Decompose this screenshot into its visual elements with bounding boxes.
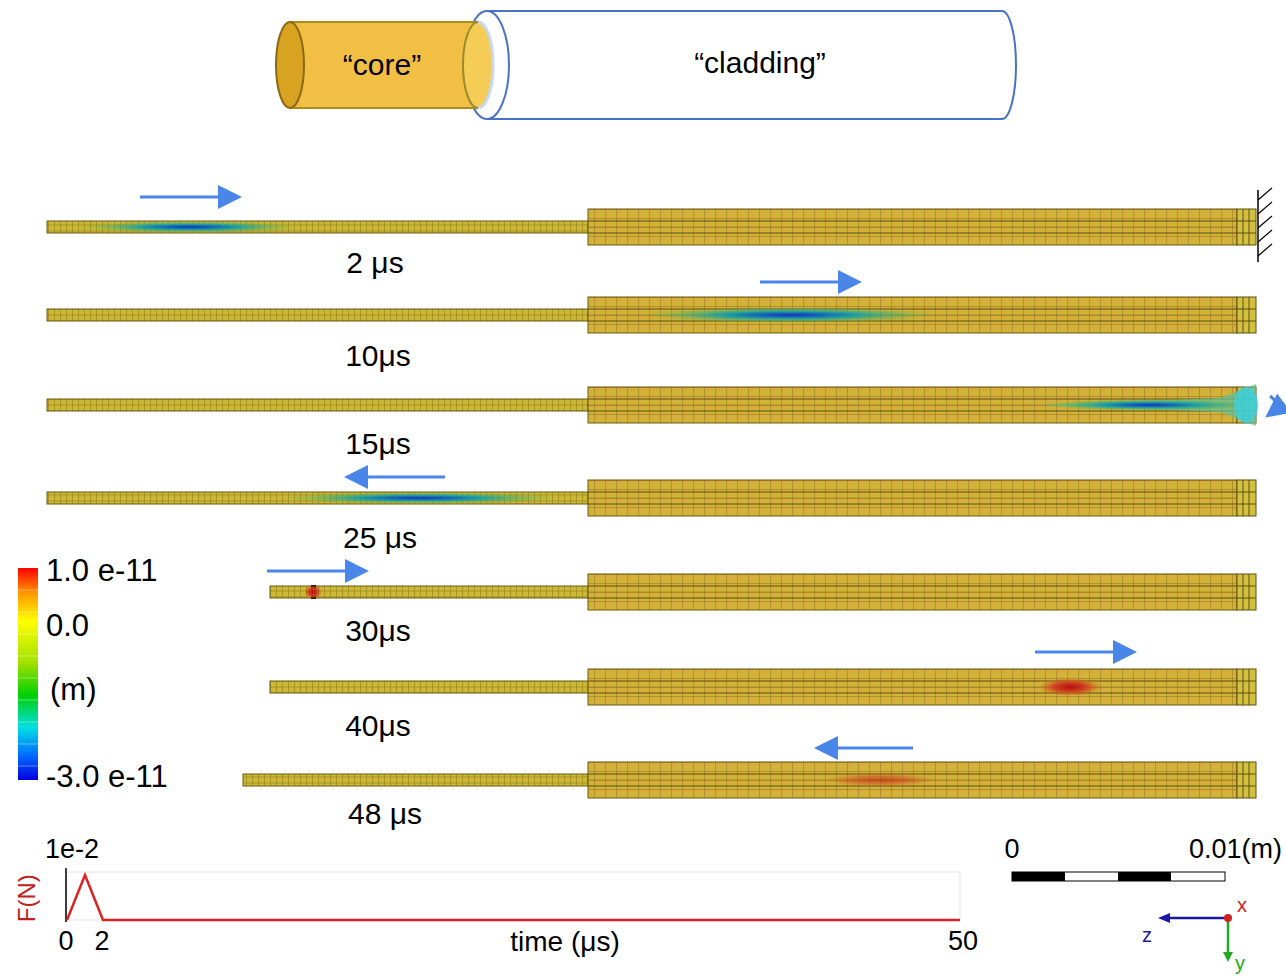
shape-label: “cladding” bbox=[694, 46, 826, 80]
time-label: 30μs bbox=[345, 614, 411, 647]
time-label: 2 μs bbox=[346, 246, 403, 279]
time-label: 48 μs bbox=[348, 797, 422, 830]
scale-tick: 0.01(m) bbox=[1189, 835, 1282, 865]
colorbar-tick: 0.0 bbox=[46, 609, 89, 643]
colorbar-tick: -3.0 e-11 bbox=[46, 760, 168, 794]
cladding-tube: “cladding” bbox=[462, 8, 1020, 122]
axis-name: z bbox=[1142, 924, 1152, 946]
axis-tick: 50 bbox=[948, 927, 978, 957]
axis-tick: 0 bbox=[58, 927, 73, 957]
time-label: 40μs bbox=[345, 709, 411, 742]
scale-tick: 0 bbox=[1004, 835, 1019, 865]
core-cylinder: “core” bbox=[272, 20, 496, 110]
shape-label: “core” bbox=[343, 48, 421, 82]
axis-tick: 2 bbox=[94, 927, 109, 957]
colorbar-unit: (m) bbox=[50, 673, 96, 707]
colorbar-tick: 1.0 e-11 bbox=[46, 554, 157, 588]
time-label: 15μs bbox=[345, 427, 411, 460]
axis-name: y bbox=[1235, 952, 1245, 974]
axis-tick: 1e-2 bbox=[45, 835, 99, 865]
axis-name: x bbox=[1237, 894, 1247, 916]
time-label: 10μs bbox=[345, 339, 411, 372]
axis-title: time (μs) bbox=[510, 927, 619, 958]
time-label: 25 μs bbox=[343, 521, 417, 554]
axis-title: F(N) bbox=[14, 874, 40, 922]
